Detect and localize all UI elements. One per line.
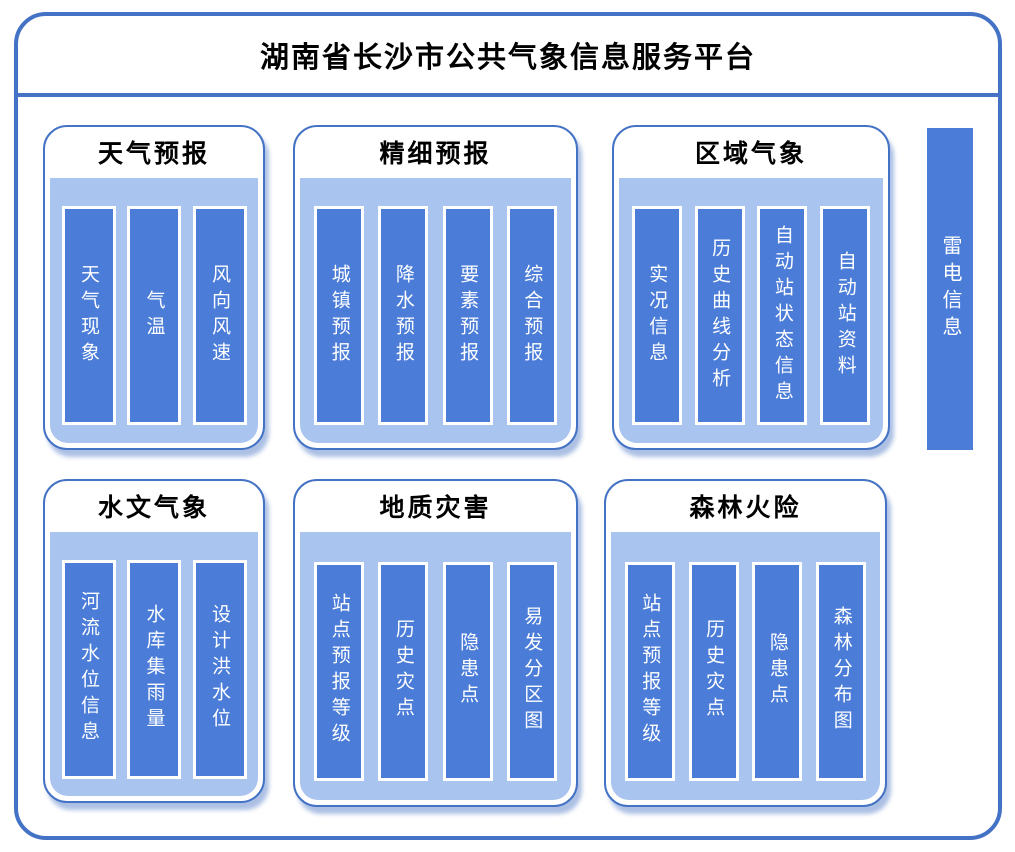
feature-node: 降水预报 [378, 206, 429, 425]
feature-node-label: 森林分布图 [830, 606, 852, 736]
panel-weather-forecast: 天气预报 天气现象 气温 风向风速 [43, 125, 265, 450]
feature-node-label: 自动站资料 [834, 250, 856, 381]
panel-title: 区域气象 [694, 140, 807, 168]
feature-node: 隐患点 [752, 561, 803, 781]
feature-node: 城镇预报 [314, 206, 365, 425]
feature-node: 要素预报 [442, 206, 493, 425]
feature-node: 站点预报等级 [624, 561, 675, 781]
feature-node: 易发分区图 [506, 561, 557, 781]
panel-title: 水文气象 [97, 494, 210, 522]
panel-geological-disaster: 地质灾害 站点预报等级 历史灾点 隐患点 易发分区图 [293, 479, 578, 807]
feature-node-label: 河流水位信息 [78, 591, 99, 747]
panel-body: 站点预报等级 历史灾点 隐患点 森林分布图 [611, 532, 880, 800]
feature-node-label: 水库集雨量 [143, 604, 165, 734]
panel-fine-forecast: 精细预报 城镇预报 降水预报 要素预报 综合预报 [293, 125, 578, 450]
platform-title: 湖南省长沙市公共气象信息服务平台 [259, 41, 756, 74]
lightning-info-bar: 雷电信息 [927, 128, 973, 450]
feature-node-label: 综合预报 [521, 263, 543, 368]
panel-body: 实况信息 历史曲线分析 自动站状态信息 自动站资料 [619, 178, 883, 443]
feature-node: 河流水位信息 [61, 559, 116, 779]
feature-node: 森林分布图 [816, 561, 867, 781]
platform-header: 湖南省长沙市公共气象信息服务平台 [18, 16, 998, 97]
feature-node-label: 隐患点 [457, 632, 479, 710]
panel-title: 天气预报 [97, 140, 210, 168]
feature-node-label: 易发分区图 [521, 606, 543, 736]
panel-title: 地质灾害 [379, 494, 492, 522]
feature-node-label: 历史曲线分析 [709, 237, 731, 394]
feature-node-label: 站点预报等级 [328, 593, 350, 749]
feature-node-label: 站点预报等级 [639, 593, 661, 749]
feature-node: 历史灾点 [688, 561, 739, 781]
feature-node: 隐患点 [442, 561, 493, 781]
feature-node: 自动站资料 [820, 206, 871, 425]
feature-node: 风向风速 [192, 206, 247, 425]
lightning-info-label: 雷电信息 [939, 235, 961, 343]
panel-body: 天气现象 气温 风向风速 [50, 178, 258, 443]
feature-node-label: 隐患点 [766, 632, 788, 710]
feature-node: 实况信息 [631, 206, 682, 425]
panel-body: 河流水位信息 水库集雨量 设计洪水位 [50, 532, 258, 796]
panel-regional-meteorology: 区域气象 实况信息 历史曲线分析 自动站状态信息 自动站资料 [612, 125, 890, 450]
feature-node-label: 风向风速 [209, 263, 230, 368]
feature-node-label: 气温 [143, 289, 165, 342]
feature-node: 自动站状态信息 [757, 206, 808, 425]
feature-node-label: 设计洪水位 [209, 604, 230, 734]
feature-node: 历史灾点 [378, 561, 429, 781]
feature-node-label: 历史灾点 [703, 619, 725, 723]
feature-node-label: 要素预报 [457, 263, 479, 368]
feature-node-label: 城镇预报 [328, 263, 350, 368]
feature-node: 水库集雨量 [127, 559, 181, 779]
panel-body: 站点预报等级 历史灾点 隐患点 易发分区图 [300, 532, 571, 800]
panel-hydro-meteorology: 水文气象 河流水位信息 水库集雨量 设计洪水位 [43, 479, 265, 803]
feature-node-label: 降水预报 [392, 263, 414, 368]
feature-node: 综合预报 [506, 206, 557, 425]
feature-node-label: 天气现象 [78, 263, 99, 368]
feature-node-label: 自动站状态信息 [771, 224, 793, 407]
panel-title: 森林火险 [689, 494, 802, 522]
feature-node: 气温 [127, 206, 181, 425]
panel-forest-fire: 森林火险 站点预报等级 历史灾点 隐患点 森林分布图 [604, 479, 887, 807]
feature-node: 历史曲线分析 [694, 206, 745, 425]
feature-node-label: 历史灾点 [392, 619, 414, 723]
feature-node: 天气现象 [61, 206, 116, 425]
panel-title: 精细预报 [379, 140, 492, 168]
feature-node-label: 实况信息 [646, 263, 668, 368]
feature-node: 站点预报等级 [314, 561, 365, 781]
feature-node: 设计洪水位 [192, 559, 247, 779]
panel-body: 城镇预报 降水预报 要素预报 综合预报 [300, 178, 571, 443]
